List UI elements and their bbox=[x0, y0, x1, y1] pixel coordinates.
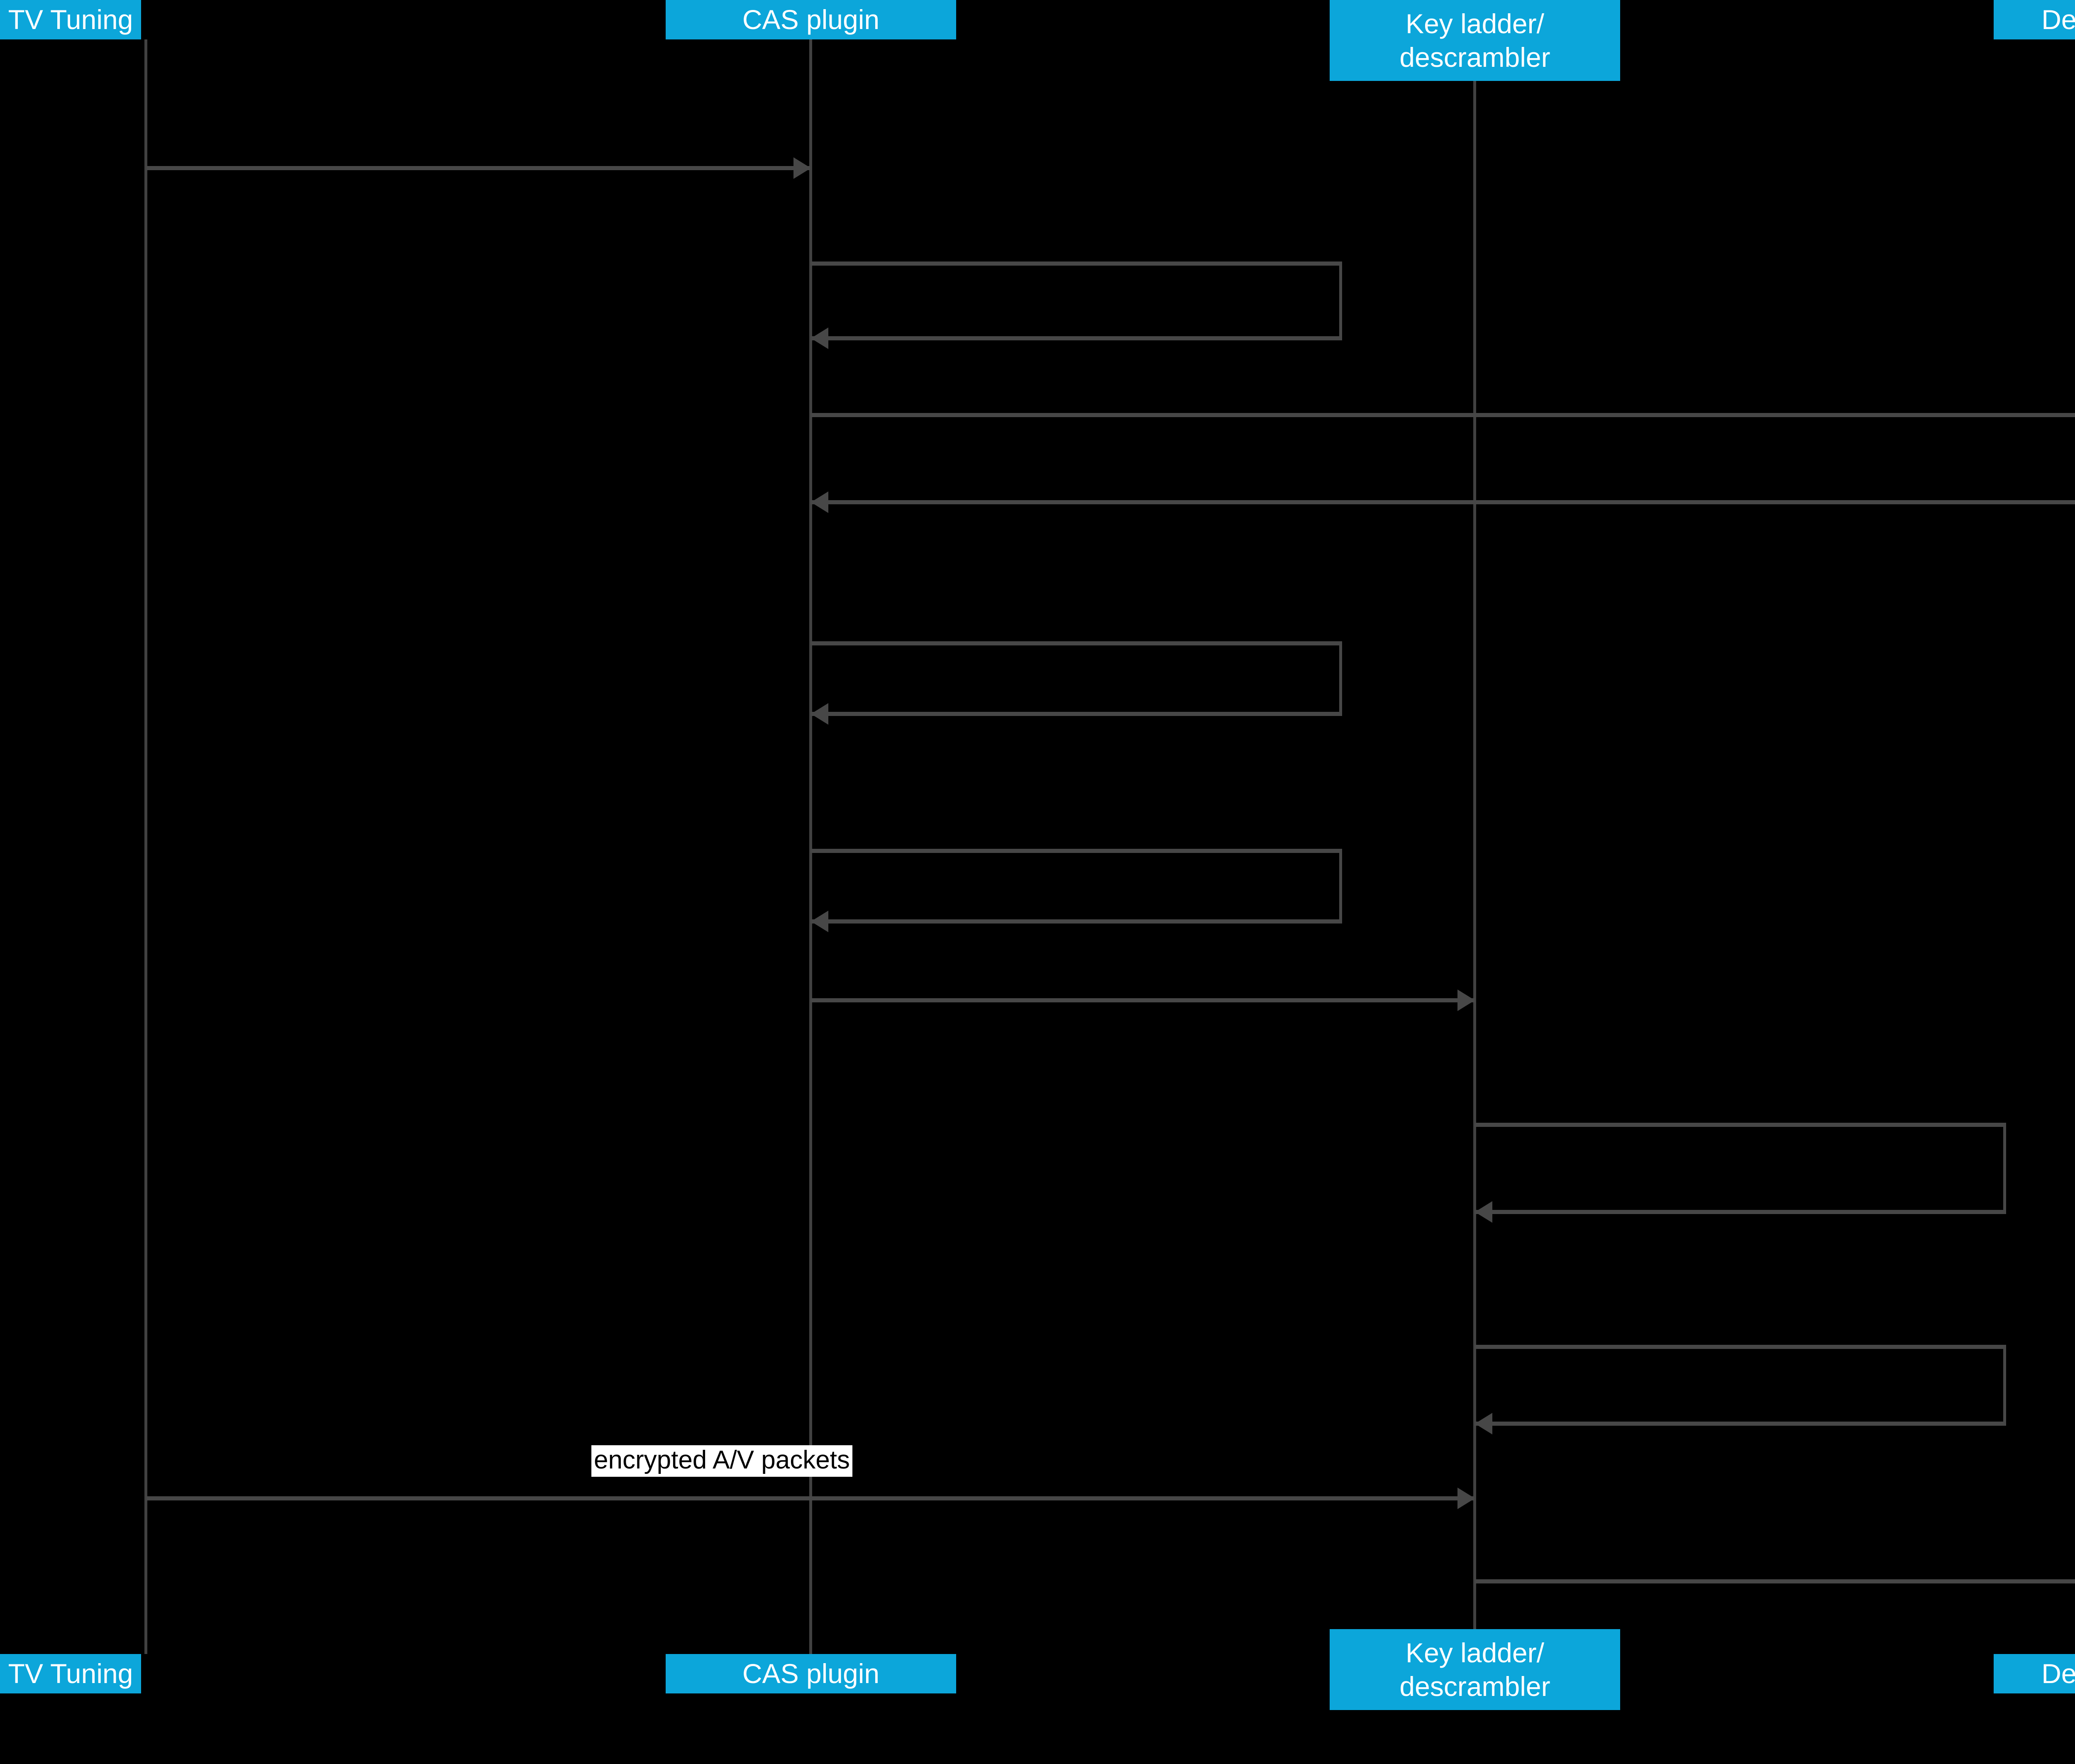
participant-top-cas-plugin[interactable]: CAS plugin bbox=[666, 0, 956, 39]
lifeline-tv-tuning bbox=[144, 39, 147, 1654]
lifeline-cas-plugin bbox=[809, 39, 812, 1654]
arrowhead-m8-icon bbox=[1475, 1201, 1492, 1223]
message-line-m2-bottom bbox=[811, 336, 1342, 340]
participant-bottom-key-ladder[interactable]: Key ladder/ descrambler bbox=[1330, 1629, 1620, 1710]
message-line-m8-bottom bbox=[1475, 1210, 2006, 1214]
message-line-m11 bbox=[1475, 1579, 2075, 1583]
message-line-m6-bottom bbox=[811, 919, 1342, 924]
message-label-encrypted-av-packets: encrypted A/V packets bbox=[591, 1445, 852, 1477]
message-line-m7 bbox=[811, 998, 1475, 1002]
message-line-m10 bbox=[146, 1496, 1474, 1500]
arrowhead-m9-icon bbox=[1475, 1413, 1492, 1434]
arrowhead-m6-icon bbox=[811, 911, 828, 932]
message-line-m2-side bbox=[1339, 261, 1342, 340]
message-line-m6-side bbox=[1339, 849, 1342, 924]
participant-top-decode-display[interactable]: Decode, display bbox=[1994, 0, 2075, 39]
message-line-m4 bbox=[811, 500, 2075, 504]
participant-top-key-ladder[interactable]: Key ladder/ descrambler bbox=[1330, 0, 1620, 81]
message-line-m2-top bbox=[811, 261, 1342, 266]
message-line-m1 bbox=[146, 166, 810, 170]
arrowhead-m1-icon bbox=[793, 157, 811, 179]
message-line-m6-top bbox=[811, 849, 1342, 853]
message-line-m9-top bbox=[1475, 1345, 2006, 1349]
lifeline-key-ladder bbox=[1473, 81, 1476, 1629]
arrowhead-m10-icon bbox=[1457, 1488, 1475, 1509]
arrowhead-m4-icon bbox=[811, 491, 828, 513]
arrowhead-m2-icon bbox=[811, 327, 828, 349]
message-line-m9-side bbox=[2003, 1345, 2006, 1425]
arrowhead-m7-icon bbox=[1457, 990, 1475, 1011]
message-line-m5-bottom bbox=[811, 712, 1342, 716]
arrowhead-m5-icon bbox=[811, 703, 828, 725]
message-line-m8-top bbox=[1475, 1123, 2006, 1127]
participant-bottom-tv-tuning[interactable]: TV Tuning bbox=[0, 1654, 141, 1693]
participant-top-tv-tuning[interactable]: TV Tuning bbox=[0, 0, 141, 39]
message-line-m5-top bbox=[811, 641, 1342, 645]
message-line-m5-side bbox=[1339, 641, 1342, 716]
message-line-m3 bbox=[811, 413, 2075, 417]
message-line-m8-side bbox=[2003, 1123, 2006, 1213]
message-line-m9-bottom bbox=[1475, 1422, 2006, 1426]
participant-bottom-cas-plugin[interactable]: CAS plugin bbox=[666, 1654, 956, 1693]
participant-bottom-decode-display[interactable]: Decode, display bbox=[1994, 1654, 2075, 1693]
